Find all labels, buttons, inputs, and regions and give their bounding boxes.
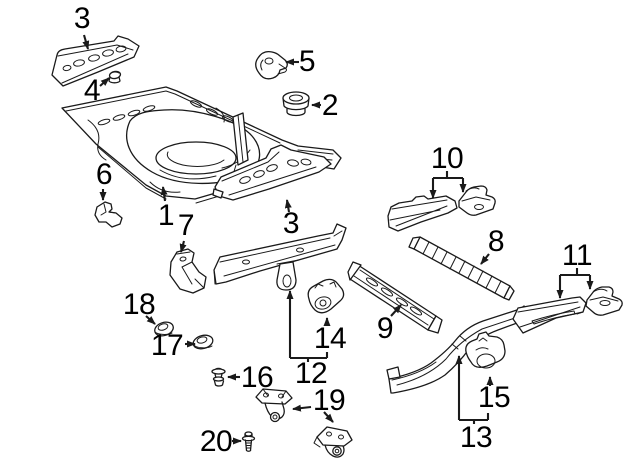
callout-label-20[interactable]: 20	[199, 425, 233, 458]
part-hook-bracket-5	[255, 50, 288, 80]
callout-label-19[interactable]: 19	[312, 384, 346, 417]
part-clip-fastener-4	[108, 70, 122, 84]
callout-label-9[interactable]: 9	[376, 312, 394, 345]
part-support-bracket-14	[307, 278, 345, 314]
callout-label-18[interactable]: 18	[122, 288, 156, 321]
callout-label-3-lower[interactable]: 3	[282, 207, 300, 240]
part-floor-plug-2	[282, 91, 310, 117]
callout-label-2[interactable]: 2	[321, 89, 339, 122]
callout-label-6[interactable]: 6	[95, 158, 113, 191]
part-oval-clip-17	[192, 334, 214, 350]
part-bracket-11	[585, 286, 623, 316]
callout-label-5[interactable]: 5	[298, 45, 316, 78]
part-crossmember-panel-lower	[212, 144, 332, 201]
part-crossmember-panel-upper	[51, 35, 140, 87]
callout-label-7[interactable]: 7	[177, 209, 195, 242]
part-bolt-20	[241, 431, 256, 452]
part-small-bracket-6	[94, 201, 123, 228]
callout-label-17[interactable]: 17	[150, 329, 184, 362]
callout-label-1[interactable]: 1	[157, 199, 175, 232]
callout-label-8[interactable]: 8	[487, 225, 505, 258]
part-oval-clip-18	[154, 321, 174, 337]
part-corner-bracket-7	[169, 248, 207, 294]
callout-label-12[interactable]: 12	[294, 357, 328, 390]
callout-label-13[interactable]: 13	[459, 421, 493, 454]
part-bracket-10	[458, 185, 496, 216]
part-gusset-bracket-19b	[313, 426, 353, 458]
callout-label-16[interactable]: 16	[240, 361, 274, 394]
callout-label-4[interactable]: 4	[83, 74, 101, 107]
part-side-member-12	[213, 223, 347, 291]
part-center-crossmember-9	[347, 261, 443, 334]
part-support-bracket-15	[465, 331, 506, 369]
part-sill-rail-11	[512, 296, 587, 334]
part-push-pin-16	[211, 367, 226, 387]
part-gusset-bracket-19a	[255, 388, 293, 423]
part-rear-crossmember-8	[408, 236, 515, 301]
callout-label-3-upper[interactable]: 3	[73, 2, 91, 35]
callout-leader-lines	[82, 34, 594, 445]
callout-label-15[interactable]: 15	[477, 381, 511, 414]
callout-label-10[interactable]: 10	[430, 142, 464, 175]
part-rail-10	[387, 195, 458, 232]
callout-label-14[interactable]: 14	[313, 322, 347, 355]
callout-label-11[interactable]: 11	[561, 239, 593, 272]
